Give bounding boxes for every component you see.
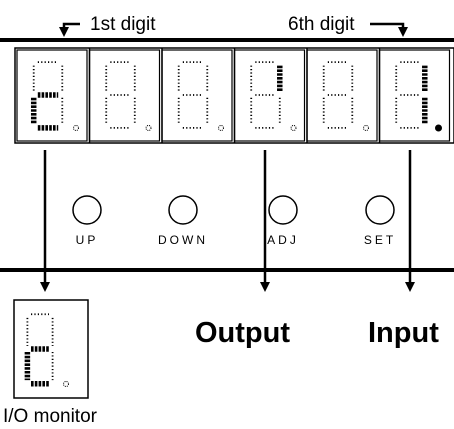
seven-segment-digit <box>250 61 297 131</box>
button-row: UP DOWN ADJ SET <box>72 195 396 247</box>
seven-segment-digit <box>30 61 79 131</box>
button-label-up: UP <box>76 233 99 247</box>
button-adj[interactable] <box>268 195 298 225</box>
button-label-set: SET <box>364 233 396 247</box>
decimal-point-unlit <box>73 125 79 131</box>
output-label: Output <box>195 317 290 349</box>
seven-segment-digit <box>395 61 442 132</box>
button-label-adj: ADJ <box>267 233 299 247</box>
decimal-point-unlit <box>290 125 297 131</box>
first-digit-bracket-arrow <box>59 22 80 37</box>
decimal-point-unlit <box>63 381 69 387</box>
button-label-down: DOWN <box>158 233 208 247</box>
decimal-point-lit <box>435 124 442 132</box>
decimal-point-unlit <box>145 125 152 131</box>
seven-segment-display <box>16 48 451 143</box>
button-down[interactable] <box>168 195 198 225</box>
seven-segment-digit <box>24 313 69 387</box>
button-set[interactable] <box>365 195 395 225</box>
seven-segment-digit <box>322 61 369 131</box>
decimal-point-unlit <box>363 125 369 131</box>
digit-cell <box>16 49 88 142</box>
first-digit-label: 1st digit <box>90 14 156 35</box>
device-panel <box>0 38 454 272</box>
seven-segment-digit <box>177 61 224 131</box>
seven-segment-digit <box>105 61 152 131</box>
io-monitor-label: I/O monitor <box>3 406 98 427</box>
button-up[interactable] <box>72 195 102 225</box>
sixth-digit-bracket-arrow <box>370 22 408 37</box>
io-monitor-digit-frame <box>13 299 89 399</box>
sixth-digit-label: 6th digit <box>288 14 355 35</box>
io-monitor-digit <box>24 313 69 387</box>
input-label: Input <box>368 317 439 349</box>
decimal-point-unlit <box>218 125 224 131</box>
